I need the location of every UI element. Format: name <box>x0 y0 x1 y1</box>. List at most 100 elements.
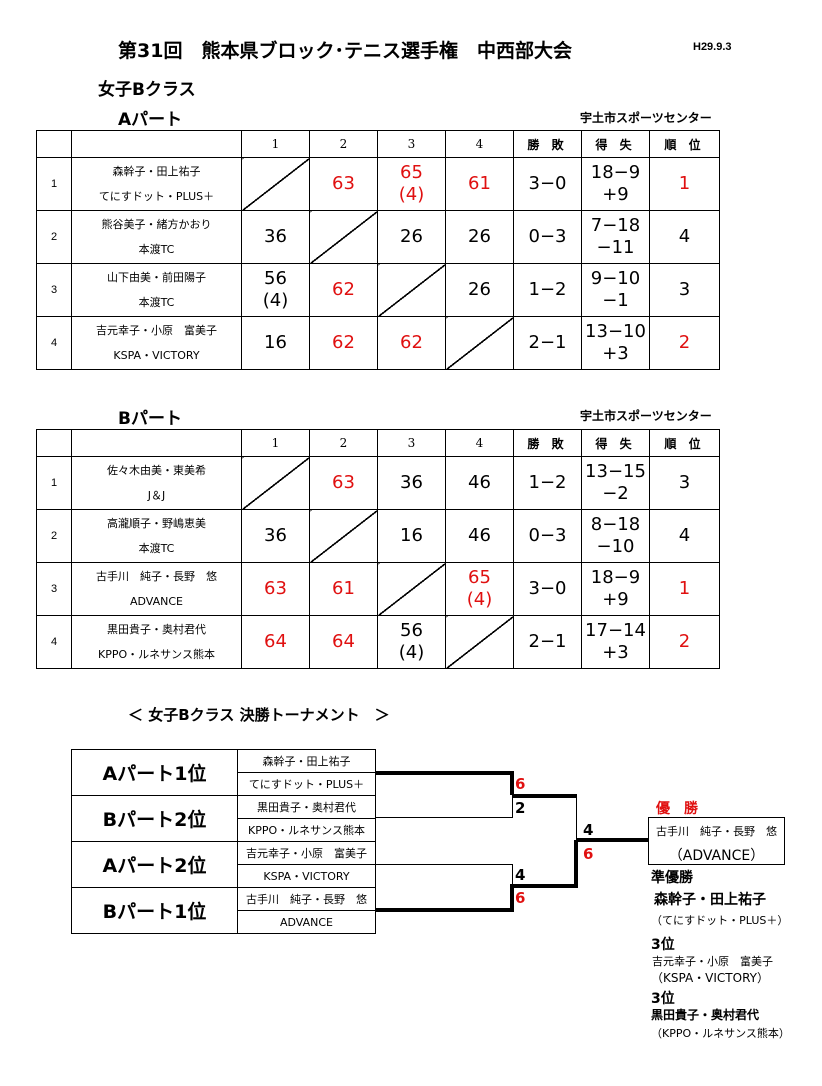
score-cell: 63 <box>241 562 310 616</box>
runner-up-club: （てにすドット・PLUS＋） <box>651 914 789 927</box>
team-club: J＆J <box>147 489 166 502</box>
part-a-title: Aパート <box>118 110 183 130</box>
score-cell: 16 <box>241 316 310 370</box>
col-header: 4 <box>445 429 514 457</box>
seed-name: 森幹子・田上祐子 <box>237 749 376 773</box>
team-name: 森幹子・田上祐子 <box>112 165 201 178</box>
event-date: H29.9.3 <box>693 41 732 53</box>
seed-club: ADVANCE <box>237 910 376 934</box>
row-number: 4 <box>36 615 72 669</box>
score-cell: 56(4) <box>241 263 310 317</box>
team-cell: 黒田貴子・奥村君代 KPPO・ルネサンス熊本 <box>71 615 242 669</box>
rank-cell: 3 <box>649 456 720 510</box>
self-cell <box>241 456 310 510</box>
score-cell: 61 <box>309 562 378 616</box>
score-cell: 46 <box>445 456 514 510</box>
row-number: 3 <box>36 562 72 616</box>
third-place-label: 3位 <box>651 991 675 1007</box>
points-cell: 18−9+9 <box>581 562 650 616</box>
winloss-cell: 3−0 <box>513 562 582 616</box>
score-cell: 56(4) <box>377 615 446 669</box>
self-cell <box>445 615 514 669</box>
col-header: 3 <box>377 130 446 158</box>
col-header-winloss: 勝 敗 <box>513 429 582 457</box>
points-games: 7−18 <box>590 215 641 236</box>
row-number: 3 <box>36 263 72 317</box>
bracket-line <box>512 794 513 818</box>
points-diff: −10 <box>596 536 635 557</box>
seed-club: KPPO・ルネサンス熊本 <box>237 818 376 842</box>
points-diff: −1 <box>602 290 629 311</box>
bracket-line <box>376 817 512 818</box>
score-cell: 62 <box>377 316 446 370</box>
team-club: 本渡TC <box>138 243 175 256</box>
team-name: 吉元幸子・小原 富美子 <box>96 324 217 337</box>
points-diff: −11 <box>596 237 635 258</box>
team-club: 本渡TC <box>138 542 175 555</box>
winloss-cell: 3−0 <box>513 157 582 211</box>
points-games: 13−10 <box>585 321 646 342</box>
page-title: 第31回 熊本県ブロック･テニス選手権 中西部大会 <box>118 40 572 62</box>
score-cell: 64 <box>309 615 378 669</box>
score-cell: 64 <box>241 615 310 669</box>
score-value: 65 <box>468 567 491 588</box>
runner-up-label: 準優勝 <box>651 870 693 886</box>
col-header: 3 <box>377 429 446 457</box>
score-cell: 65(4) <box>445 562 514 616</box>
winloss-cell: 1−2 <box>513 263 582 317</box>
col-header-rank: 順 位 <box>649 429 720 457</box>
team-club: KPPO・ルネサンス熊本 <box>98 648 215 661</box>
team-name: 高瀧順子・野嶋恵美 <box>107 517 206 530</box>
runner-up-name: 森幹子・田上祐子 <box>654 892 766 908</box>
col-header: 2 <box>309 429 378 457</box>
bracket-line-winner <box>513 884 577 888</box>
self-cell <box>445 316 514 370</box>
bracket-line-winner <box>574 840 578 888</box>
header-blank <box>36 429 72 457</box>
score-cell: 26 <box>445 263 514 317</box>
team-name: 黒田貴子・奥村君代 <box>107 623 206 636</box>
team-name: 古手川 純子・長野 悠 <box>96 570 217 583</box>
row-number: 2 <box>36 210 72 264</box>
seed-name: 古手川 純子・長野 悠 <box>237 887 376 911</box>
score-cell: 65(4) <box>377 157 446 211</box>
score-tiebreak: (4) <box>398 642 425 663</box>
points-cell: 13−15−2 <box>581 456 650 510</box>
seed-club: KSPA・VICTORY <box>237 864 376 888</box>
seed-name: 黒田貴子・奥村君代 <box>237 795 376 819</box>
score-cell: 36 <box>377 456 446 510</box>
rank-cell: 2 <box>649 615 720 669</box>
match-score: 6 <box>515 889 526 907</box>
team-name: 山下由美・前田陽子 <box>107 271 206 284</box>
part-a-table: 1 2 3 4 勝 敗 得 失 順 位 1 森幹子・田上祐子てにすドット・PLU… <box>36 130 720 370</box>
self-cell <box>309 509 378 563</box>
points-cell: 13−10+3 <box>581 316 650 370</box>
part-b-venue: 宇土市スポーツセンター <box>580 409 712 423</box>
seed-label: Bパート2位 <box>71 795 238 842</box>
points-games: 17−14 <box>585 620 646 641</box>
col-header-points: 得 失 <box>581 429 650 457</box>
winloss-cell: 2−1 <box>513 615 582 669</box>
part-a-venue: 宇土市スポーツセンター <box>580 111 712 125</box>
third-place-club: （KSPA・VICTORY） <box>651 971 769 985</box>
class-title: 女子Bクラス <box>98 80 196 100</box>
col-header-winloss: 勝 敗 <box>513 130 582 158</box>
col-header: 2 <box>309 130 378 158</box>
winloss-cell: 1−2 <box>513 456 582 510</box>
score-cell: 62 <box>309 316 378 370</box>
bracket-line-winner <box>376 771 512 775</box>
row-number: 1 <box>36 456 72 510</box>
score-cell: 36 <box>241 509 310 563</box>
score-tiebreak: (4) <box>398 184 425 205</box>
winloss-cell: 2−1 <box>513 316 582 370</box>
score-cell: 46 <box>445 509 514 563</box>
final-seeds-table: Aパート1位 森幹子・田上祐子 てにすドット・PLUS＋ Bパート2位 黒田貴子… <box>71 749 376 934</box>
team-cell: 高瀧順子・野嶋恵美本渡TC <box>71 509 242 563</box>
score-cell: 26 <box>377 210 446 264</box>
score-cell: 63 <box>309 157 378 211</box>
team-name: 熊谷美子・緒方かおり <box>101 218 212 231</box>
winner-box: 古手川 純子・長野 悠 （ADVANCE） <box>648 817 785 865</box>
match-score: 4 <box>515 866 526 884</box>
row-number: 1 <box>36 157 72 211</box>
